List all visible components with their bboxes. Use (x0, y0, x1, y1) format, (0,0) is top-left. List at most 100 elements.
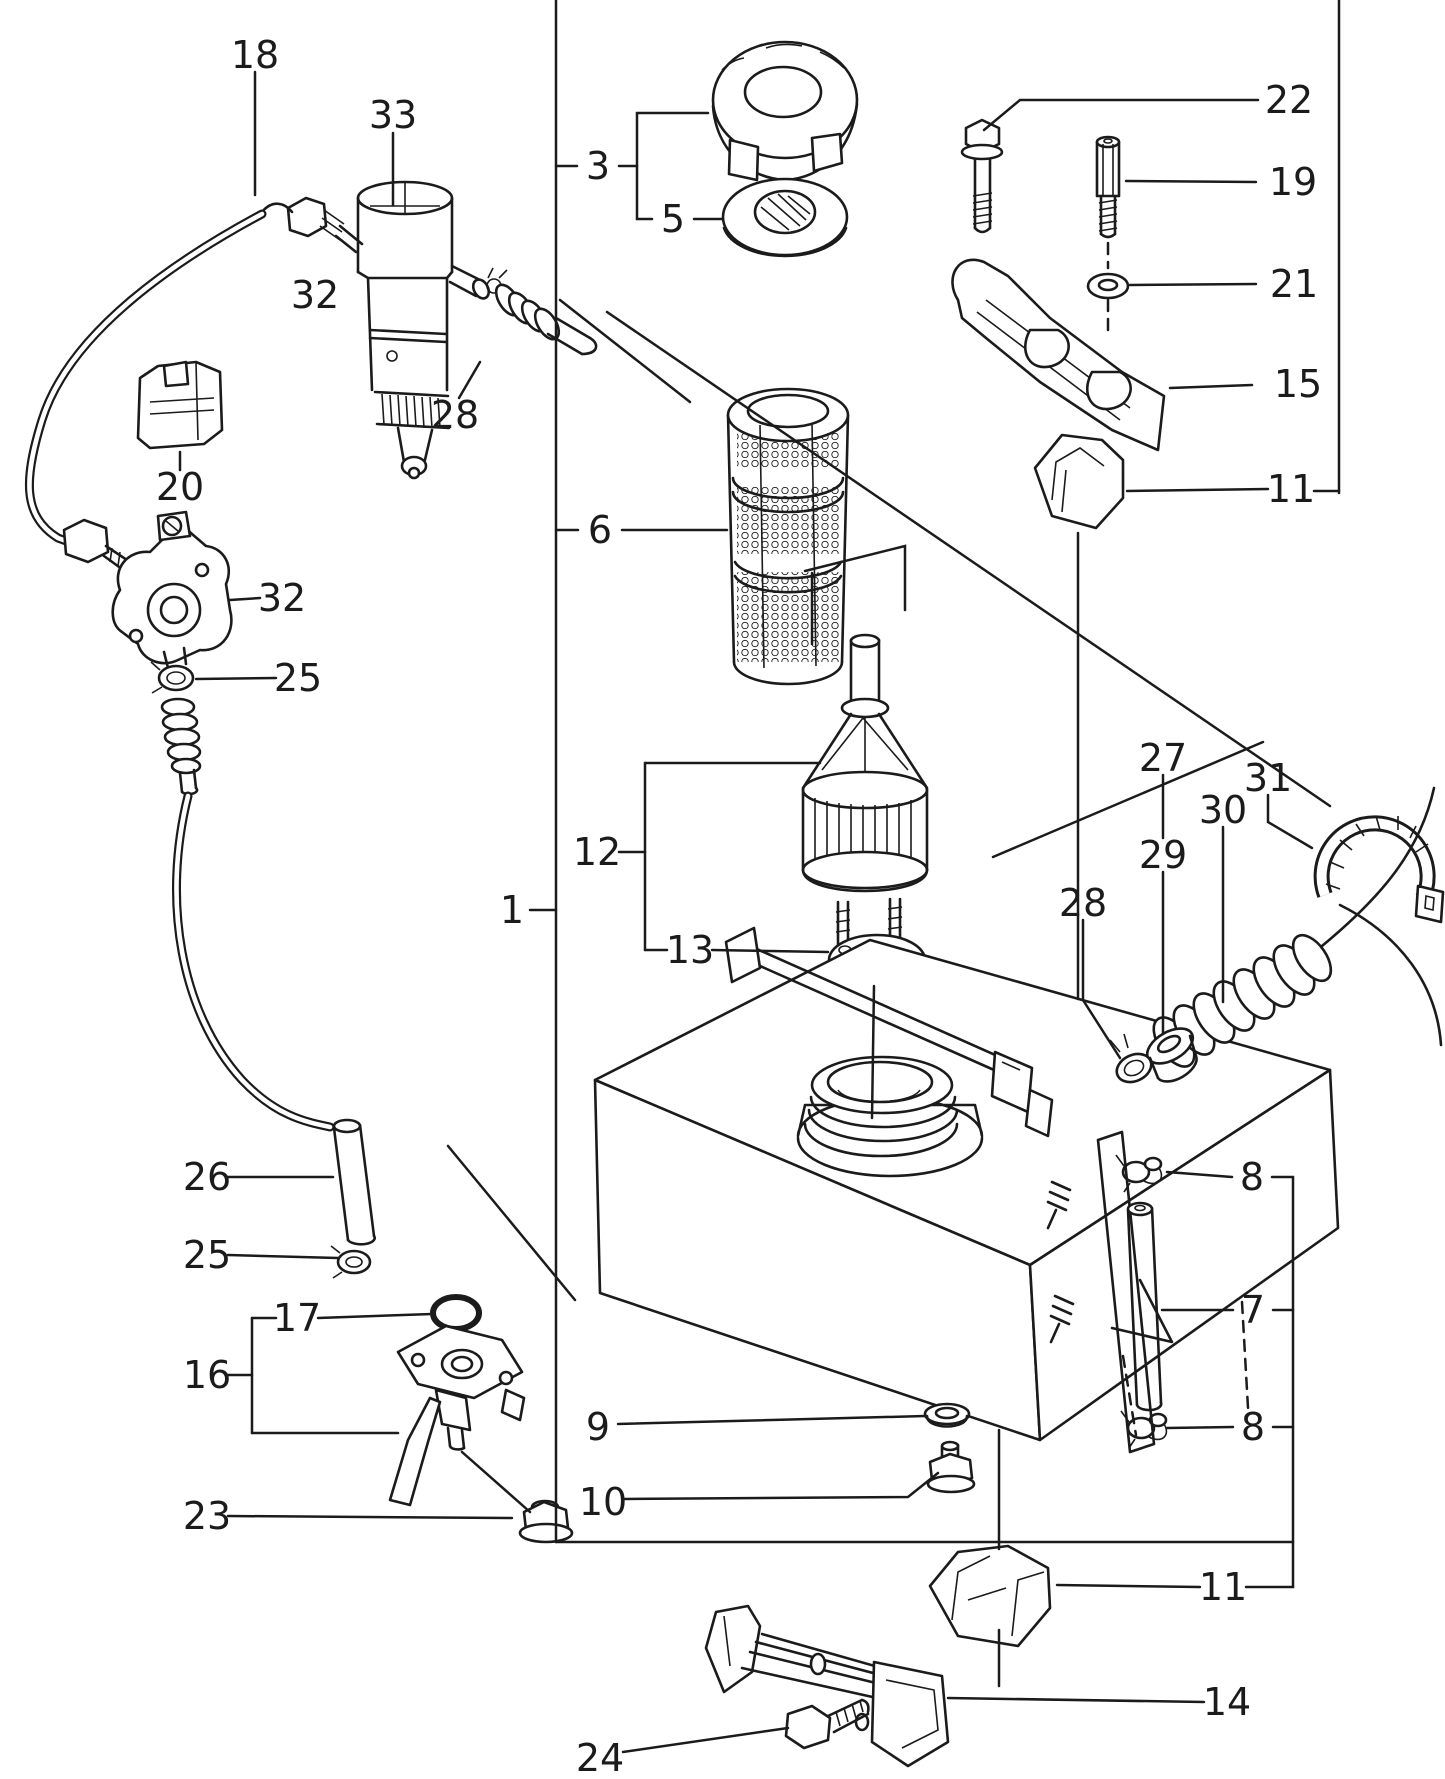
fuel-tank-drawing (593, 926, 1340, 1442)
part-label-17-25: 17 (273, 1296, 321, 1340)
diagram-line (946, 1696, 1206, 1704)
diagram-line (623, 1471, 940, 1501)
diagram-line (457, 360, 482, 400)
part-label-22-13: 22 (1265, 78, 1313, 122)
part-label-25-24: 25 (183, 1233, 231, 1277)
diagram-line (870, 984, 876, 1120)
assembly-guide-lines (446, 241, 1332, 1688)
tank-bracket-drawing (951, 258, 1166, 452)
diagram-line (1128, 282, 1258, 287)
part-label-15-16: 15 (1274, 362, 1322, 406)
mounting-bolt-drawing (960, 118, 1004, 234)
fuel-pipe-drawing (332, 1118, 376, 1246)
part-label-6-9: 6 (588, 508, 612, 552)
part-label-12-11: 12 (573, 830, 621, 874)
diagram-line (1055, 1583, 1202, 1589)
rubber-block-drawing (136, 360, 224, 450)
fuel-strainer-drawing (726, 387, 850, 686)
hidden-edge-line (1121, 1354, 1138, 1437)
diagram-line (803, 544, 907, 612)
part-label-8-30: 8 (1240, 1155, 1264, 1199)
part-label-3-7: 3 (586, 144, 610, 188)
part-label-24-35: 24 (576, 1736, 624, 1779)
part-label-13-12: 13 (666, 928, 714, 972)
part-label-23-27: 23 (183, 1494, 231, 1538)
rubber-mount-upper-drawing (1033, 433, 1125, 530)
diagram-line (1165, 1425, 1235, 1430)
part-label-25-6: 25 (274, 656, 322, 700)
part-label-1-10: 1 (500, 888, 524, 932)
pipe-clamp-drawing (330, 1245, 372, 1279)
diagram-line (194, 676, 278, 681)
part-label-32-2: 32 (291, 273, 339, 317)
callout-frame-lines (554, 0, 1341, 1589)
diagram-line (1165, 1170, 1234, 1179)
diagram-line (1124, 179, 1258, 184)
part-label-11-17: 11 (1267, 467, 1315, 511)
part-label-27-18: 27 (1139, 736, 1187, 780)
part-label-9-28: 9 (586, 1405, 610, 1449)
corrugated-hose-drawing (1152, 786, 1443, 1068)
part-label-18-0: 18 (231, 33, 279, 77)
grommet-drawing (923, 1402, 971, 1428)
diagram-line (991, 740, 1265, 859)
primer-pump-assembly-drawing (260, 180, 508, 480)
part-label-28-22: 28 (1059, 881, 1107, 925)
part-label-32-5: 32 (258, 576, 306, 620)
part-label-21-15: 21 (1270, 262, 1318, 306)
fuel-cap-gasket-drawing (721, 177, 849, 258)
diagram-line (1125, 487, 1270, 493)
diagram-line (982, 98, 1260, 132)
washer-drawing (1086, 272, 1130, 300)
fuel-filter-drawing (801, 633, 929, 950)
part-label-30-20: 30 (1199, 788, 1247, 832)
part-label-31-19: 31 (1244, 756, 1292, 800)
diagram-line (316, 1312, 434, 1320)
part-label-10-29: 10 (579, 1480, 627, 1524)
bracket-screw-drawing (784, 1698, 870, 1750)
diagram-line (1168, 383, 1254, 390)
diagram-line (226, 1253, 340, 1260)
diagram-line (226, 1514, 514, 1520)
diagram-line (228, 596, 262, 602)
part-label-8-32: 8 (1241, 1405, 1265, 1449)
part-label-26-23: 26 (183, 1155, 231, 1199)
hose-clamp-drawing (1313, 815, 1445, 924)
vent-tube-drawing (1126, 1201, 1163, 1412)
part-label-5-8: 5 (661, 197, 685, 241)
diagram-line (558, 298, 692, 404)
diagram-line (605, 310, 1332, 808)
diagram-line (616, 1414, 927, 1426)
hose-clip-drawing (1109, 1033, 1153, 1084)
diagram-line (710, 948, 830, 954)
diagram-line (460, 1450, 532, 1514)
part-label-7-31: 7 (1241, 1288, 1265, 1332)
part-label-20-4: 20 (156, 465, 204, 509)
part-label-16-26: 16 (183, 1353, 231, 1397)
part-label-19-14: 19 (1269, 160, 1317, 204)
diagram-line (446, 1144, 577, 1302)
needle-valve-drawing (494, 283, 598, 356)
lower-bracket-drawing (704, 1604, 950, 1768)
fuel-line-drawing (24, 209, 267, 574)
part-label-14-34: 14 (1203, 1680, 1251, 1724)
part-label-29-21: 29 (1139, 833, 1187, 877)
mount-plate-drawing (1096, 1130, 1156, 1454)
fuel-valve-drawing (388, 1324, 526, 1507)
diagram-line (1266, 793, 1314, 850)
part-label-33-1: 33 (369, 93, 417, 137)
diagram-line (1081, 918, 1122, 1060)
fuel-pump-drawing (111, 510, 233, 670)
pump-clamp-drawing (150, 661, 195, 694)
diagram-line (621, 1726, 790, 1754)
stud-bolt-drawing (1095, 135, 1121, 239)
rubber-mount-lower-drawing (928, 1544, 1052, 1648)
part-label-28-3: 28 (431, 393, 479, 437)
pump-connector-drawing (160, 697, 335, 1132)
callout-leader-lines (178, 70, 1341, 1754)
part-label-11-33: 11 (1199, 1565, 1247, 1609)
fuel-cap-drawing (711, 40, 859, 182)
